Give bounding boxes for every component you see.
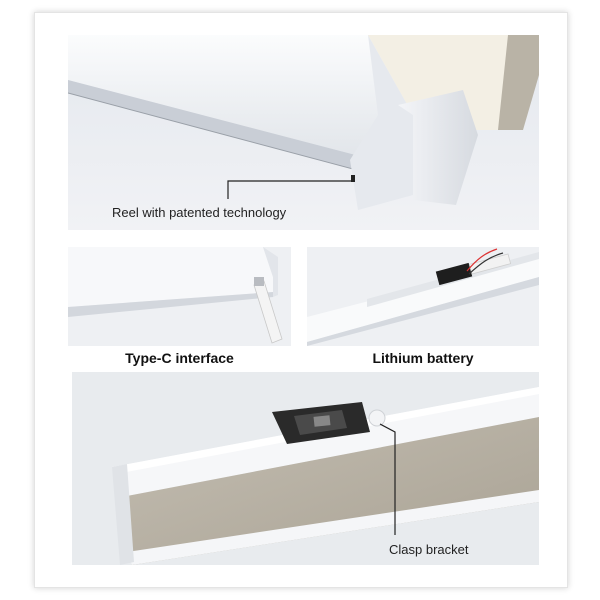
reel-callout-label: Reel with patented technology [112, 205, 287, 220]
bracket-illustration [72, 372, 539, 565]
bracket-photo [72, 372, 539, 565]
reel-photo [68, 35, 539, 230]
bracket-callout-label: Clasp bracket [389, 542, 469, 557]
type-c-photo [68, 247, 291, 346]
battery-photo [307, 247, 539, 346]
battery-caption: Lithium battery [372, 350, 474, 366]
type-c-caption: Type-C interface [125, 350, 234, 366]
type-c-illustration [68, 247, 291, 346]
battery-illustration [307, 247, 539, 346]
reel-illustration [68, 35, 539, 230]
